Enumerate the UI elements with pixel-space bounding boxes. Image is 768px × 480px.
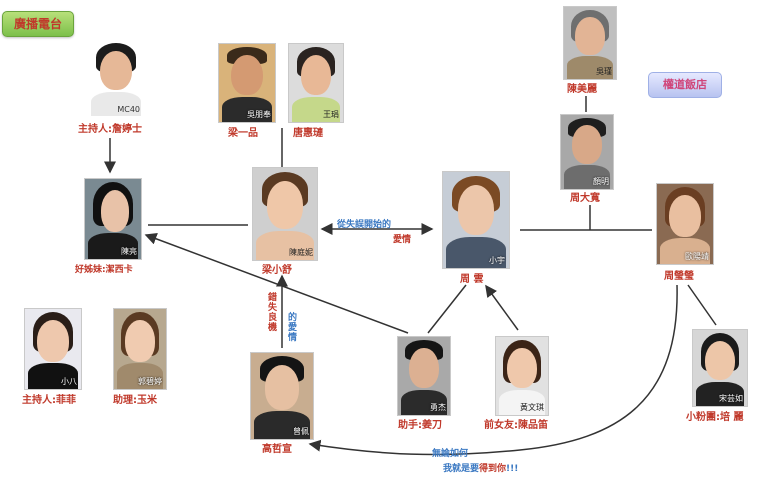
photo-liang-yipin[interactable]: 吳朋奉 [218,43,276,123]
actor-caption: 宋芸如 [719,394,743,403]
photo-zhou-yun[interactable]: 小宇 [442,171,510,269]
name-tang-huilian: 唐惠璉 [293,128,323,139]
photo-assistant-sandao[interactable]: 勇杰 [397,336,451,416]
actor-caption: 歐陽靖 [685,252,709,261]
note-get-you-blue: 我就是要 [443,464,480,474]
name-zhou-yingying: 周瑩瑩 [664,271,694,282]
line-sandao-zhouyun [427,284,467,334]
actor-caption: 陳亮 [121,247,137,256]
line-ex-to-zhouyun [485,284,519,331]
photo-chen-meili[interactable]: 吳瑾 [563,6,617,80]
actor-caption: 曾佩 [293,427,309,436]
actor-caption: 勇杰 [430,403,446,412]
name-zhou-yun: 周 雲 [460,274,484,285]
name-assistant-yumi: 助理:玉米 [113,395,157,406]
photo-fan-lili[interactable]: 宋芸如 [692,329,748,407]
photo-liang-xiaoshu[interactable]: 陳庭妮 [252,167,318,261]
name-assistant-sandao: 助手:姜刀 [398,420,442,431]
photo-assistant-yumi[interactable]: 郭碧婷 [113,308,167,390]
actor-caption: 小八 [61,377,77,386]
note-no-matter-what: 無論如何 [432,449,469,459]
line-sandao-to-jessica [144,233,409,334]
name-gao-zhexuan: 高哲宣 [262,444,292,455]
name-liang-xiaoshu: 梁小舒 [262,265,292,276]
name-host-a: 主持人:詹婷士 [78,124,142,135]
actor-caption: 黃文琪 [520,403,544,412]
name-host-b: 主持人:菲菲 [22,395,76,406]
actor-caption: 吳朋奉 [247,110,271,119]
radio-station-tag[interactable]: 廣播電台 [2,11,74,37]
photo-jessica[interactable]: 陳亮 [84,178,142,260]
actor-caption: 小宇 [489,256,505,265]
photo-zhou-dakuan[interactable]: 顏明 [560,114,614,190]
actor-caption: MC40 [117,105,140,114]
name-ex-girlfriend: 前女友:陳品笛 [484,420,548,431]
note-get-you-red: 得到你 [479,464,507,474]
actor-caption: 郭碧婷 [138,377,162,386]
hotel-tag[interactable]: 權道飯店 [648,72,722,98]
name-liang-yipin: 梁一品 [228,128,258,139]
photo-ex-girlfriend[interactable]: 黃文琪 [495,336,549,416]
note-love-misunderstanding-blue: 從失誤開始的 [337,220,392,230]
name-zhou-dakuan: 周大寬 [570,193,600,204]
line-yingying-fan [687,284,717,326]
name-fan-lili: 小粉團:培 麗 [686,412,744,423]
photo-host-a[interactable]: MC40 [88,40,144,116]
line-yingying-to-gao [308,284,678,456]
note-love-misunderstanding-red: 愛情 [393,235,412,245]
photo-zhou-yingying[interactable]: 歐陽靖 [656,183,714,265]
photo-gao-zhexuan[interactable]: 曾佩 [250,352,314,440]
note-missed-chance-red: 錯失良機 [266,292,276,332]
photo-host-b[interactable]: 小八 [24,308,82,390]
name-chen-meili: 陳美麗 [567,84,597,95]
actor-caption: 王琄 [323,110,339,119]
actor-caption: 顏明 [593,177,609,186]
name-jessica: 好姊妹:潔西卡 [75,265,133,275]
actor-caption: 陳庭妮 [289,248,313,257]
note-get-you: 我就是要得到你!!! [443,461,518,474]
photo-tang-huilian[interactable]: 王琄 [288,43,344,123]
note-get-you-suffix: !!! [506,464,519,474]
actor-caption: 吳瑾 [596,67,612,76]
note-missed-chance-blue: 的愛情 [286,312,296,342]
